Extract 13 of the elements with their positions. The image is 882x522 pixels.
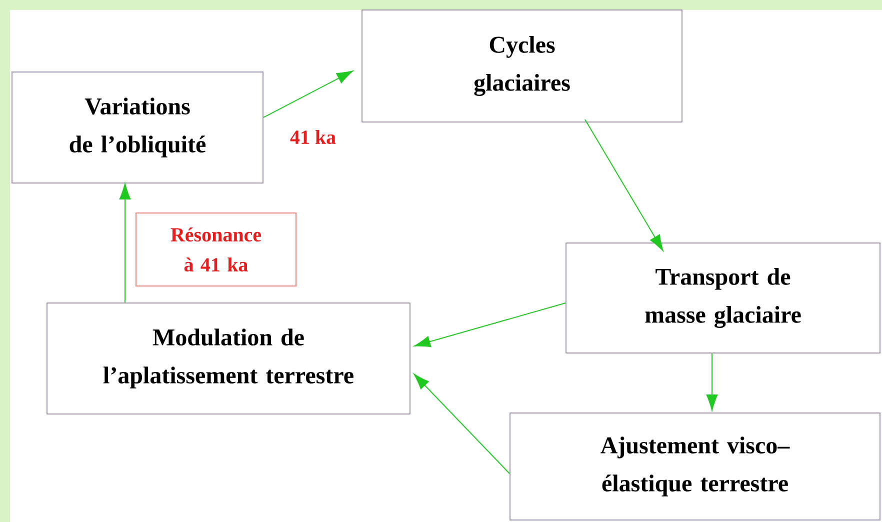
arrow — [119, 183, 131, 303]
arrow — [584, 119, 664, 252]
process-box: Cycles glaciaires — [362, 10, 682, 122]
process-box: Variations de l’obliquité — [12, 72, 264, 184]
edge-label: 41 ka — [288, 128, 338, 146]
arrow — [414, 302, 566, 348]
note-box: Résonance à 41 ka — [136, 212, 296, 286]
process-box: Ajustement visco–élastique terrestre — [510, 412, 881, 520]
process-box: Modulation de l’aplatissement terrestre — [46, 302, 410, 414]
process-box: Transport de masse glaciaire — [566, 242, 881, 354]
arrow — [414, 374, 510, 474]
arrow — [706, 353, 718, 411]
arrow — [263, 70, 353, 118]
